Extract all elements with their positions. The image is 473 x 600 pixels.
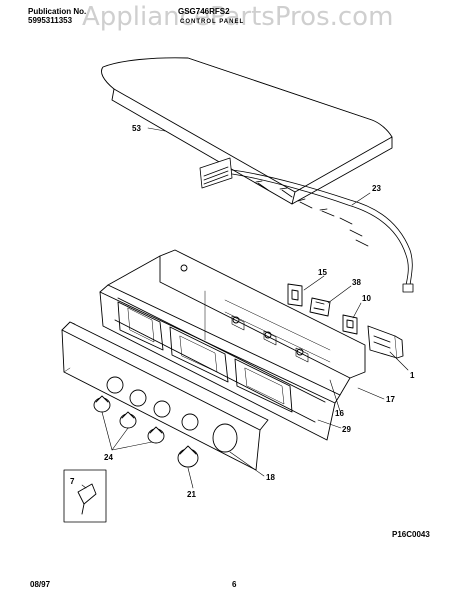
footer-date: 08/97 <box>30 580 51 589</box>
callout-29: 29 <box>342 425 351 434</box>
model-number: GSG746RFS2 <box>178 7 230 16</box>
callout-21: 21 <box>187 490 196 499</box>
callout-18: 18 <box>266 473 275 482</box>
callout-24: 24 <box>104 453 113 462</box>
leader-lines <box>81 127 409 489</box>
detail-inset <box>63 469 107 523</box>
callout-53: 53 <box>132 124 141 133</box>
callout-16: 16 <box>335 409 344 418</box>
switch-components <box>287 283 404 359</box>
knobs <box>93 395 199 468</box>
front-console <box>61 321 269 471</box>
figure-code: P16C0043 <box>392 530 430 539</box>
callout-1: 1 <box>410 371 415 380</box>
top-cover <box>101 57 393 205</box>
wire-harness <box>199 157 414 293</box>
control-panel-frame <box>99 249 366 441</box>
page-number: 6 <box>232 580 237 589</box>
publication-label: Publication No. <box>28 7 87 16</box>
publication-number: 5995311353 <box>28 16 73 25</box>
callout-17: 17 <box>386 395 395 404</box>
callout-38: 38 <box>352 278 361 287</box>
section-title: CONTROL PANEL <box>180 19 245 25</box>
callout-23: 23 <box>372 184 381 193</box>
watermark: AppliancePartsPros.com <box>82 2 394 32</box>
callout-15: 15 <box>318 268 327 277</box>
callout-7: 7 <box>70 477 75 486</box>
callout-10: 10 <box>362 294 371 303</box>
